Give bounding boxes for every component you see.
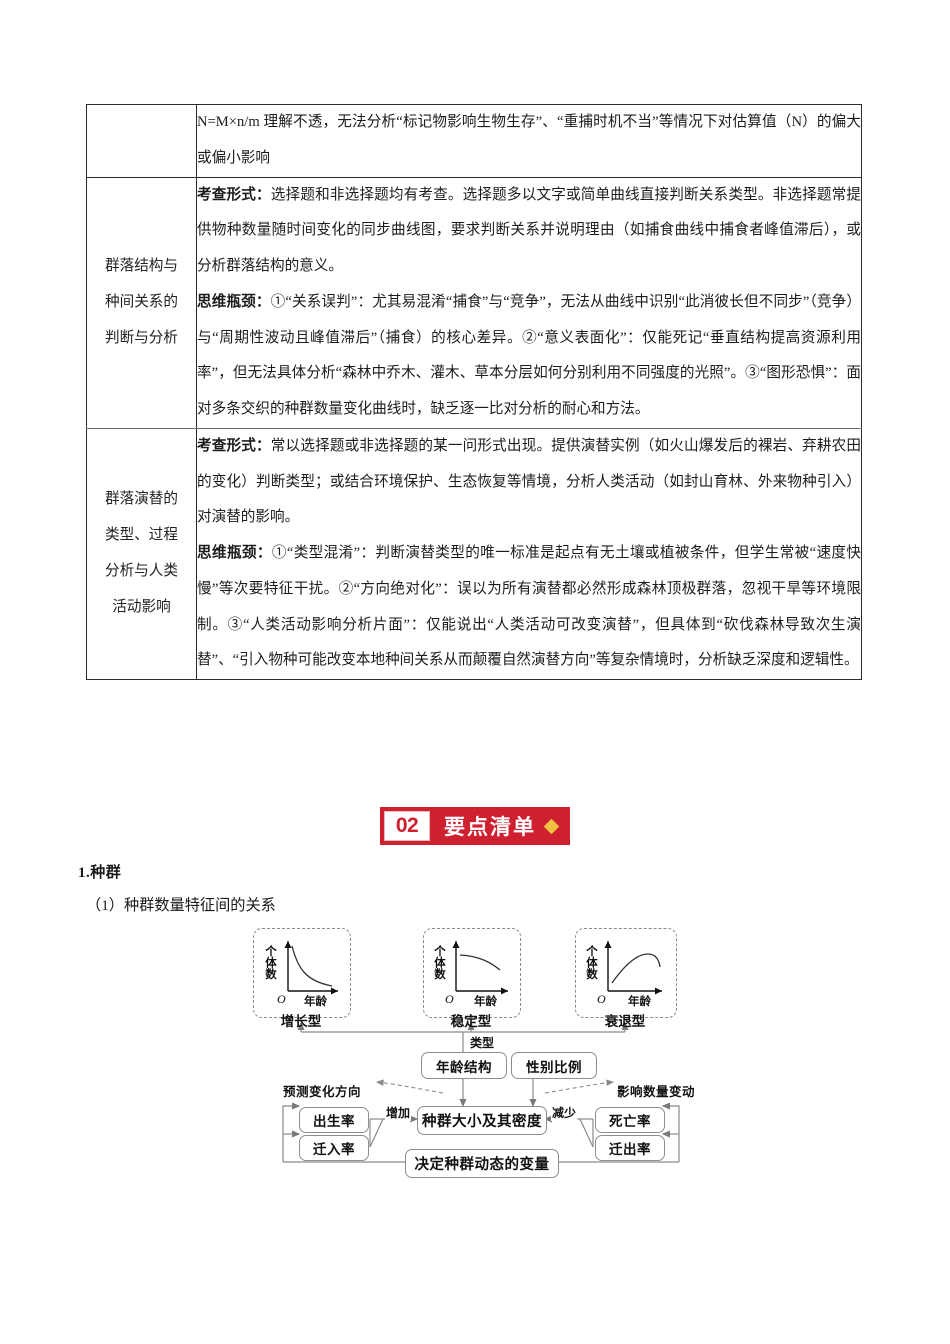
origin-label: O xyxy=(445,992,454,1006)
paragraph: 思维瓶颈：①“类型混淆”：判断演替类型的唯一标准是起点有无土壤或植被条件，但学生… xyxy=(197,536,861,679)
chart-caption-growth: 增长型 xyxy=(280,1014,322,1029)
node-dynamic-variable: 决定种群动态的变量 xyxy=(405,1149,559,1178)
diagram-connectors xyxy=(282,1021,680,1163)
chart-stable-svg xyxy=(452,941,508,995)
section-number: 02 xyxy=(384,811,430,841)
section-title: 要点清单 xyxy=(444,816,536,839)
label-decrease: 减少 xyxy=(551,1104,578,1121)
origin-label: O xyxy=(277,992,286,1006)
node-label: 决定种群动态的变量 xyxy=(414,1157,550,1173)
y-axis-label: 个体数 xyxy=(264,945,276,980)
topic-cell: 群落结构与 种间关系的 判断与分析 xyxy=(86,176,197,429)
chart-panel-stable: 个体数 O 年龄 xyxy=(423,928,521,1018)
node-label: 种群大小及其密度 xyxy=(422,1114,542,1130)
origin-label: O xyxy=(597,992,606,1006)
paragraph: 考查形式：常以选择题或非选择题的某一问形式出现。提供演替实例（如火山爆发后的裸岩… xyxy=(197,429,861,536)
topic-cell xyxy=(86,104,197,178)
paragraph-text: ①“类型混淆”：判断演替类型的唯一标准是起点有无土壤或植被条件，但学生常被“速度… xyxy=(197,545,861,669)
paragraph-lead: 思维瓶颈： xyxy=(197,545,272,561)
y-axis-label: 个体数 xyxy=(585,945,597,980)
table-row: N=M×n/m 理解不透，无法分析“标记物影响生物生存”、“重捕时机不当”等情况… xyxy=(86,104,862,178)
topic-line: 判断与分析 xyxy=(105,329,178,346)
paragraph: 思维瓶颈：①“关系误判”：尤其易混淆“捕食”与“竞争”，无法从曲线中识别“此消彼… xyxy=(197,285,861,428)
chart-panel-growth: 个体数 O 年龄 xyxy=(253,928,351,1018)
table-row: 群落结构与 种间关系的 判断与分析 考查形式：选择题和非选择题均有考查。选择题多… xyxy=(86,176,862,429)
topic-line: 活动影响 xyxy=(112,598,171,615)
node-immigration-rate: 迁入率 xyxy=(299,1135,369,1161)
heading-level-1: 1.种群 xyxy=(78,865,122,881)
node-death-rate: 死亡率 xyxy=(595,1107,665,1133)
paragraph-text: 选择题和非选择题均有考查。选择题多以文字或简单曲线直接判断关系类型。非选择题常提… xyxy=(197,186,861,275)
node-label: 出生率 xyxy=(313,1114,355,1129)
paragraph: 考查形式：选择题和非选择题均有考查。选择题多以文字或简单曲线直接判断关系类型。非… xyxy=(197,178,861,285)
node-population-size: 种群大小及其密度 xyxy=(417,1106,547,1135)
chart-panel-decline: 个体数 O 年龄 xyxy=(575,928,677,1018)
paragraph: N=M×n/m 理解不透，无法分析“标记物影响生物生存”、“重捕时机不当”等情况… xyxy=(197,105,861,177)
paragraph-text: ①“关系误判”：尤其易混淆“捕食”与“竞争”，无法从曲线中识别“此消彼长但不同步… xyxy=(197,293,861,417)
topic-line: 群落演替的 xyxy=(105,491,178,508)
node-label: 迁出率 xyxy=(609,1142,651,1157)
section-badge: 02 要点清单 xyxy=(381,808,569,844)
label-predict-direction: 预测变化方向 xyxy=(283,1085,362,1099)
chart-decline-svg xyxy=(604,941,662,995)
node-sex-ratio: 性别比例 xyxy=(511,1052,597,1079)
node-birth-rate: 出生率 xyxy=(299,1107,369,1133)
paragraph-text: N=M×n/m 理解不透，无法分析“标记物影响生物生存”、“重捕时机不当”等情况… xyxy=(197,114,861,166)
content-cell: 考查形式：常以选择题或非选择题的某一问形式出现。提供演替实例（如火山爆发后的裸岩… xyxy=(196,427,862,681)
section-badge-wrap: 02 要点清单 xyxy=(0,808,950,844)
topic-line: 种间关系的 xyxy=(105,293,178,310)
paragraph-lead: 考查形式： xyxy=(197,186,271,203)
label-increase: 增加 xyxy=(385,1104,412,1121)
exam-analysis-table: N=M×n/m 理解不透，无法分析“标记物影响生物生存”、“重捕时机不当”等情况… xyxy=(86,104,862,681)
label-type: 类型 xyxy=(469,1034,496,1051)
y-axis-label: 个体数 xyxy=(433,945,445,980)
paragraph-text: 常以选择题或非选择题的某一问形式出现。提供演替实例（如火山爆发后的裸岩、弃耕农田… xyxy=(197,437,861,526)
node-label: 年龄结构 xyxy=(436,1059,492,1075)
diamond-icon xyxy=(543,818,560,834)
topic-cell: 群落演替的 类型、过程 分析与人类 活动影响 xyxy=(86,427,197,681)
label-affect-fluctuation: 影响数量变动 xyxy=(617,1085,696,1099)
node-label: 性别比例 xyxy=(526,1059,582,1075)
x-axis-label: 年龄 xyxy=(304,996,327,1008)
chart-caption-stable: 稳定型 xyxy=(450,1014,492,1029)
topic-line: 类型、过程 xyxy=(105,527,178,544)
node-age-structure: 年龄结构 xyxy=(421,1052,507,1079)
node-label: 迁入率 xyxy=(313,1142,355,1157)
paragraph-lead: 考查形式： xyxy=(197,437,271,454)
x-axis-label: 年龄 xyxy=(474,996,497,1008)
x-axis-label: 年龄 xyxy=(628,996,651,1008)
topic-line: 群落结构与 xyxy=(105,258,178,274)
node-emigration-rate: 迁出率 xyxy=(595,1135,665,1161)
chart-growth-svg xyxy=(284,941,338,995)
population-characteristics-diagram: 个体数 O 年龄 增长型 个体数 O 年龄 稳定型 xyxy=(245,920,715,1185)
heading-level-2: （1）种群数量特征间的关系 xyxy=(86,897,276,914)
chart-caption-decline: 衰退型 xyxy=(604,1014,646,1029)
node-label: 死亡率 xyxy=(609,1114,651,1129)
content-cell: 考查形式：选择题和非选择题均有考查。选择题多以文字或简单曲线直接判断关系类型。非… xyxy=(196,176,862,429)
paragraph-lead: 思维瓶颈： xyxy=(197,293,271,310)
table-row: 群落演替的 类型、过程 分析与人类 活动影响 考查形式：常以选择题或非选择题的某… xyxy=(86,427,862,681)
content-cell: N=M×n/m 理解不透，无法分析“标记物影响生物生存”、“重捕时机不当”等情况… xyxy=(196,104,862,178)
topic-line: 分析与人类 xyxy=(105,562,178,579)
